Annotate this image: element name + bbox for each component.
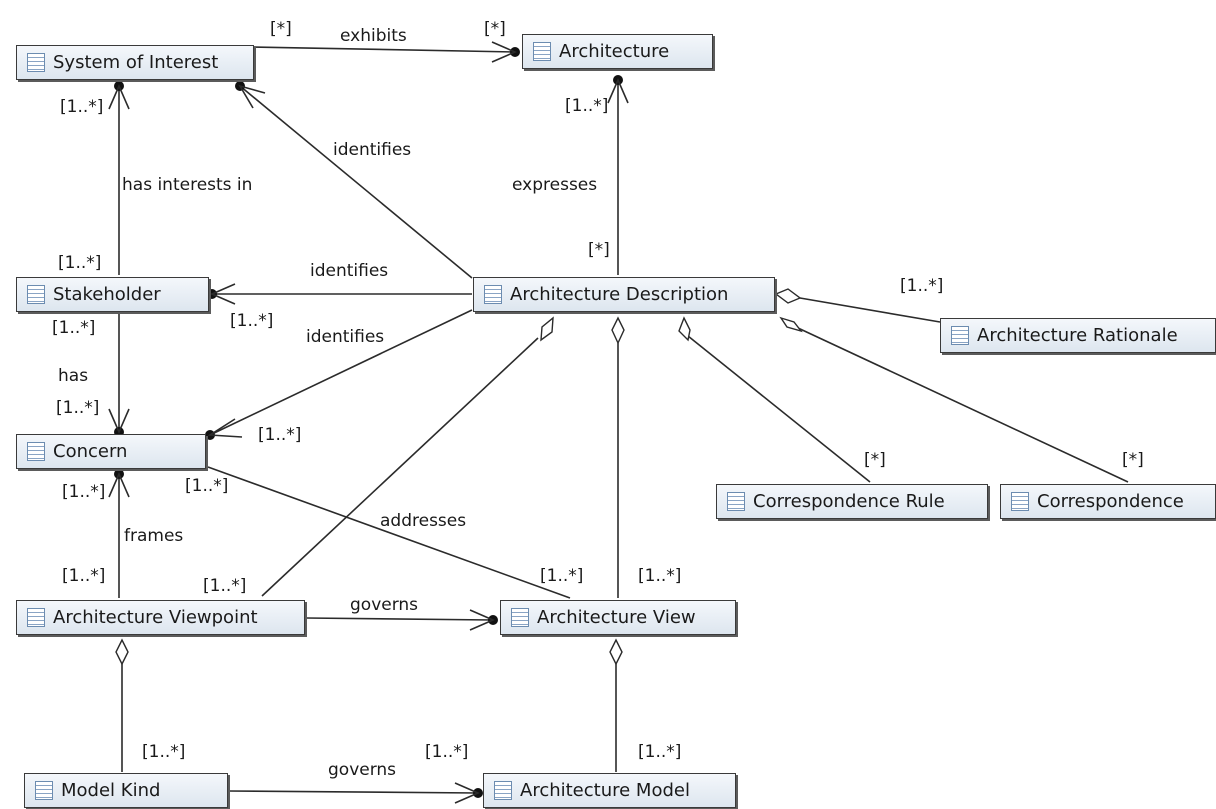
class-label: Architecture Model: [520, 780, 690, 801]
edge-correspondence-rule: [687, 335, 871, 483]
arrow-head: [238, 84, 266, 109]
class-icon: [494, 781, 512, 800]
multiplicity: [1..*]: [203, 576, 247, 596]
multiplicity: [*]: [484, 19, 506, 39]
class-icon: [27, 53, 45, 72]
edge-governs-view: [305, 617, 494, 621]
multiplicity: [1..*]: [56, 398, 100, 418]
multiplicity: [*]: [270, 19, 292, 39]
class-label: Correspondence Rule: [753, 491, 945, 512]
class-system-of-interest[interactable]: System of Interest: [16, 45, 254, 80]
multiplicity: [1..*]: [62, 482, 106, 502]
class-correspondence-rule[interactable]: Correspondence Rule: [716, 484, 988, 519]
class-label: Architecture Viewpoint: [53, 607, 258, 628]
class-architecture-model[interactable]: Architecture Model: [483, 773, 736, 808]
class-architecture-rationale[interactable]: Architecture Rationale: [940, 318, 1216, 353]
aggregation-diamond: [115, 638, 129, 666]
aggregation-diamond: [779, 316, 803, 333]
aggregation-diamond: [774, 288, 802, 304]
class-architecture-view[interactable]: Architecture View: [500, 600, 736, 635]
label-identifies-soi: identifies: [333, 140, 412, 160]
class-stakeholder[interactable]: Stakeholder: [16, 277, 209, 312]
edge-identifies-soi: [239, 85, 473, 279]
label-has: has: [58, 366, 89, 386]
multiplicity: [*]: [1122, 450, 1144, 470]
arrow-head: [207, 418, 243, 438]
label-identifies-stakeholder: identifies: [310, 261, 389, 281]
multiplicity: [1..*]: [565, 96, 609, 116]
multiplicity: [1..*]: [900, 276, 944, 296]
edge-governs-model: [227, 790, 479, 794]
multiplicity: [1..*]: [58, 253, 102, 273]
arrow-head: [454, 782, 481, 804]
class-architecture-description[interactable]: Architecture Description: [473, 277, 775, 312]
aggregation-diamond: [540, 316, 554, 342]
label-expresses: expresses: [512, 175, 598, 195]
class-architecture-viewpoint[interactable]: Architecture Viewpoint: [16, 600, 305, 635]
class-icon: [1011, 492, 1029, 511]
class-icon: [484, 285, 502, 304]
class-icon: [533, 42, 551, 61]
multiplicity: [1..*]: [540, 566, 584, 586]
arrow-head: [469, 609, 496, 631]
multiplicity: [1..*]: [62, 566, 106, 586]
class-icon: [27, 442, 45, 461]
label-governs-model: governs: [328, 760, 397, 780]
class-label: Concern: [53, 441, 128, 462]
arrow-head: [108, 83, 130, 110]
multiplicity: [1..*]: [258, 425, 302, 445]
class-architecture[interactable]: Architecture: [522, 34, 713, 69]
class-icon: [27, 608, 45, 627]
multiplicity: [1..*]: [60, 97, 104, 117]
edge-identifies-concern: [209, 309, 473, 436]
arrow-head: [607, 77, 629, 104]
multiplicity: [1..*]: [142, 742, 186, 762]
class-icon: [951, 326, 969, 345]
aggregation-diamond: [678, 316, 691, 342]
multiplicity: [1..*]: [638, 566, 682, 586]
aggregation-diamond: [609, 638, 623, 666]
multiplicity: [*]: [588, 240, 610, 260]
label-addresses: addresses: [380, 511, 467, 531]
edge-correspondence: [797, 327, 1129, 483]
label-governs-view: governs: [350, 595, 419, 615]
class-icon: [511, 608, 529, 627]
label-identifies-concern: identifies: [306, 327, 385, 347]
class-model-kind[interactable]: Model Kind: [24, 773, 228, 808]
class-label: Model Kind: [61, 780, 161, 801]
class-concern[interactable]: Concern: [16, 434, 206, 469]
label-has-interests-in: has interests in: [122, 175, 253, 195]
aggregation-diamond: [611, 316, 625, 345]
arrow-head: [108, 408, 130, 435]
class-label: Stakeholder: [53, 284, 161, 305]
arrow-head: [108, 471, 130, 498]
edge-rationale: [799, 297, 941, 323]
edge-addresses: [207, 466, 571, 599]
class-icon: [727, 492, 745, 511]
class-label: Architecture: [559, 41, 670, 62]
arrow-head: [209, 283, 236, 305]
edge-exhibits: [251, 46, 516, 53]
class-label: Correspondence: [1037, 491, 1184, 512]
class-label: Architecture Rationale: [977, 325, 1178, 346]
edge-viewpoint-agg: [261, 337, 539, 597]
class-icon: [35, 781, 53, 800]
arrow-head: [491, 41, 518, 63]
multiplicity: [1..*]: [425, 742, 469, 762]
class-icon: [27, 285, 45, 304]
label-frames: frames: [124, 526, 184, 546]
multiplicity: [1..*]: [638, 742, 682, 762]
multiplicity: [1..*]: [230, 311, 274, 331]
multiplicity: [1..*]: [52, 318, 96, 338]
class-label: Architecture View: [537, 607, 696, 628]
multiplicity: [1..*]: [185, 476, 229, 496]
class-correspondence[interactable]: Correspondence: [1000, 484, 1216, 519]
class-label: Architecture Description: [510, 284, 729, 305]
multiplicity: [*]: [864, 450, 886, 470]
class-label: System of Interest: [53, 52, 219, 73]
label-exhibits: exhibits: [340, 26, 407, 46]
